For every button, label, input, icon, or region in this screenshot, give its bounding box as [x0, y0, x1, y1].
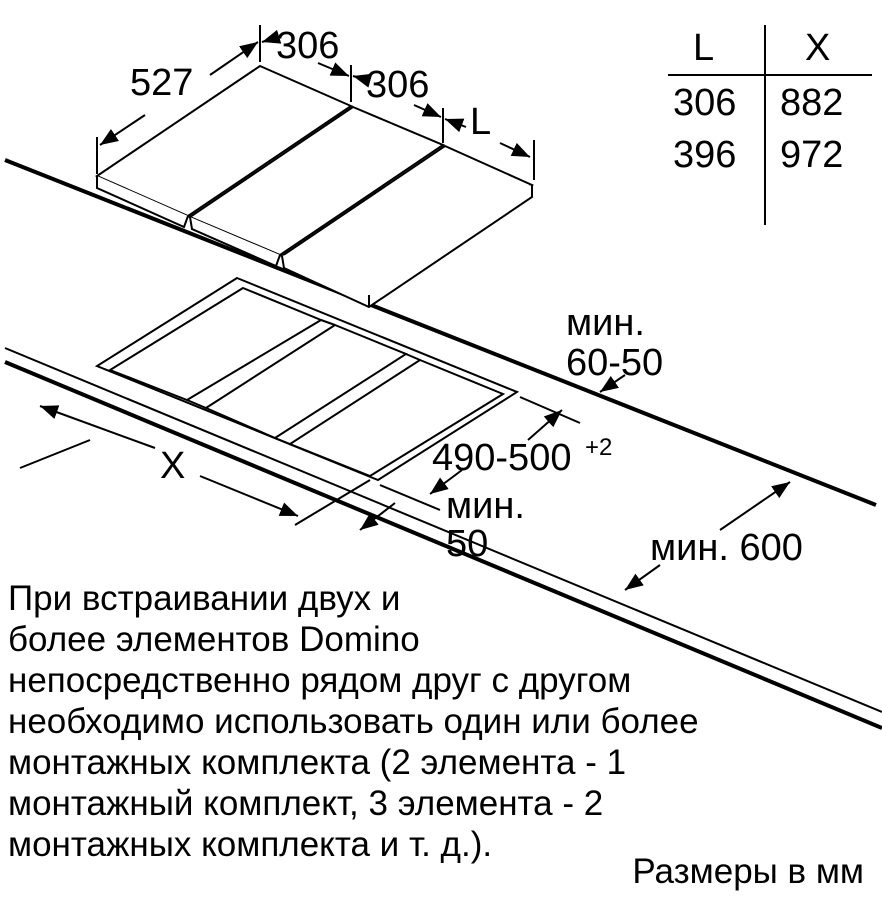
cutout-depth-tolerance: +2 [585, 434, 612, 461]
units-label: Размеры в мм [632, 852, 864, 891]
note-line: монтажных комплекта и т. д.). [8, 825, 493, 864]
width-dimension-3: L [470, 101, 491, 143]
note-line: монтажных комплекта (2 элемента - 1 [8, 743, 627, 782]
cutout-width-dimension: X [160, 445, 185, 487]
note-line: При встраивании двух и [8, 579, 401, 618]
width-dimension-2: 306 [366, 64, 429, 106]
min-back-label: мин. [566, 302, 645, 344]
min-front-label: мин. [446, 485, 525, 527]
cutout-dimension-lines [19, 374, 791, 591]
note-line: монтажный комплект, 3 элемента - 2 [8, 784, 604, 823]
table-header-l: L [693, 27, 714, 69]
countertop-front-edge [4, 347, 882, 730]
table-cell: 972 [780, 134, 843, 176]
installation-note: При встраивании двух и более элементов D… [8, 578, 699, 865]
depth-dimension: 527 [130, 62, 193, 104]
table-cell: 306 [673, 82, 736, 124]
note-line: необходимо использовать один или более [8, 702, 699, 741]
size-table: L X 306 882 396 972 [668, 25, 872, 225]
table-cell: 882 [780, 82, 843, 124]
min-back-value: 60-50 [566, 342, 663, 384]
cutout-depth-dimension: 490-500 [432, 437, 571, 479]
table-header-x: X [805, 27, 830, 69]
table-cell: 396 [673, 134, 736, 176]
width-dimension-1: 306 [276, 25, 339, 67]
min-depth-dimension: мин. 600 [650, 527, 803, 569]
note-line: непосредственно рядом друг с другом [8, 661, 632, 700]
cutout-frame [94, 276, 520, 482]
top-dimension-lines [96, 25, 535, 180]
countertop-back-edge [4, 158, 877, 507]
note-line: более элементов Domino [8, 620, 420, 659]
domino-cooktops [94, 64, 535, 309]
min-front-value: 50 [446, 523, 488, 565]
